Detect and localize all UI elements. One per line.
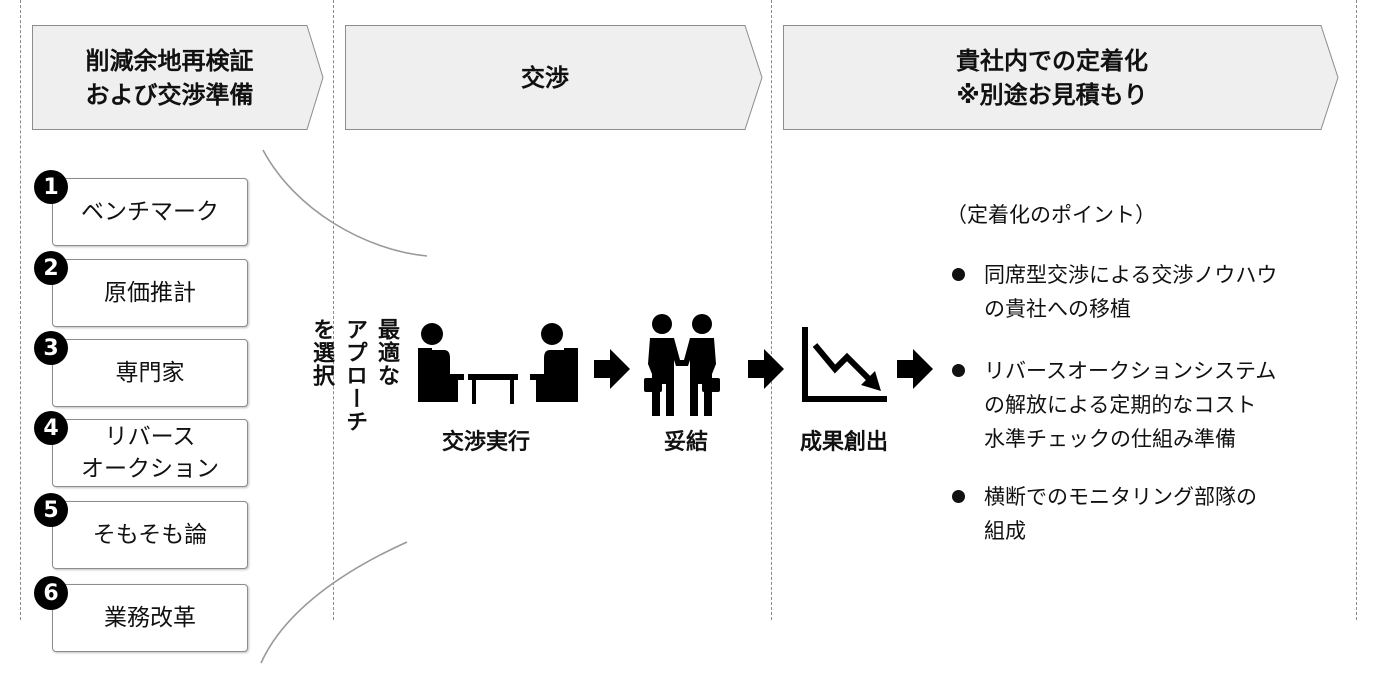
step-agreement-caption: 妥結 — [664, 430, 709, 455]
bullet-dot — [952, 490, 965, 503]
point-item: 同席型交渉による交渉ノウハウ の貴社への移植 — [984, 263, 1278, 321]
bullet-dot — [952, 364, 965, 377]
phase-header-preparation: 削減余地再検証 および交渉準備 — [32, 25, 324, 130]
option-number-badge: 3 — [34, 331, 68, 365]
arrow-right-icon — [897, 349, 933, 389]
option-reverse-auction: リバース オークション — [52, 419, 248, 487]
option-number-badge: 2 — [34, 251, 68, 285]
step-negotiation-caption: 交渉実行 — [442, 430, 531, 455]
phase-arrow-shape — [32, 25, 324, 130]
points-title: （定着化のポイント） — [946, 203, 1156, 227]
approach-line1: 最適な — [374, 318, 399, 387]
column-divider — [771, 0, 772, 620]
option-fundamental-review: そもそも論 — [52, 501, 248, 569]
approach-line2: アプローチ — [342, 318, 367, 433]
phase-header-adoption: 貴社内での定着化 ※別途お見積もり — [783, 25, 1339, 130]
column-divider — [20, 0, 21, 620]
point-item: リバースオークションシステム の解放による定期的なコスト 水準チェックの仕組み準… — [984, 359, 1277, 451]
option-number-badge: 4 — [34, 411, 68, 445]
option-business-reform: 業務改革 — [52, 584, 248, 652]
step-results-caption: 成果創出 — [800, 430, 889, 455]
negotiation-meeting-icon — [418, 323, 578, 404]
option-number-badge: 5 — [34, 493, 68, 527]
arrow-right-icon — [748, 349, 784, 389]
option-expert: 専門家 — [52, 339, 248, 407]
option-benchmark: ベンチマーク — [52, 178, 248, 246]
arrow-right-icon — [594, 349, 630, 389]
bullet-dot — [952, 268, 965, 281]
cost-reduction-chart-icon — [802, 327, 887, 402]
phase-arrow-shape — [783, 25, 1339, 130]
funnel-curves — [260, 149, 428, 664]
phase-label: 貴社内での定着化 ※別途お見積もり — [956, 46, 1148, 109]
phase-arrow-shape — [345, 25, 763, 130]
phase-header-negotiation: 交渉 — [345, 25, 763, 130]
phase-label: 交渉 — [521, 63, 569, 92]
column-divider — [333, 0, 334, 620]
option-cost-estimation: 原価推計 — [52, 259, 248, 327]
approach-line3: を選択 — [309, 318, 334, 387]
phase-label: 削減余地再検証 および交渉準備 — [85, 46, 254, 109]
handshake-icon — [644, 314, 720, 416]
point-item: 横断でのモニタリング部隊の 組成 — [984, 485, 1257, 543]
column-divider — [1356, 0, 1357, 620]
option-number-badge: 6 — [34, 576, 68, 610]
option-number-badge: 1 — [34, 170, 68, 204]
